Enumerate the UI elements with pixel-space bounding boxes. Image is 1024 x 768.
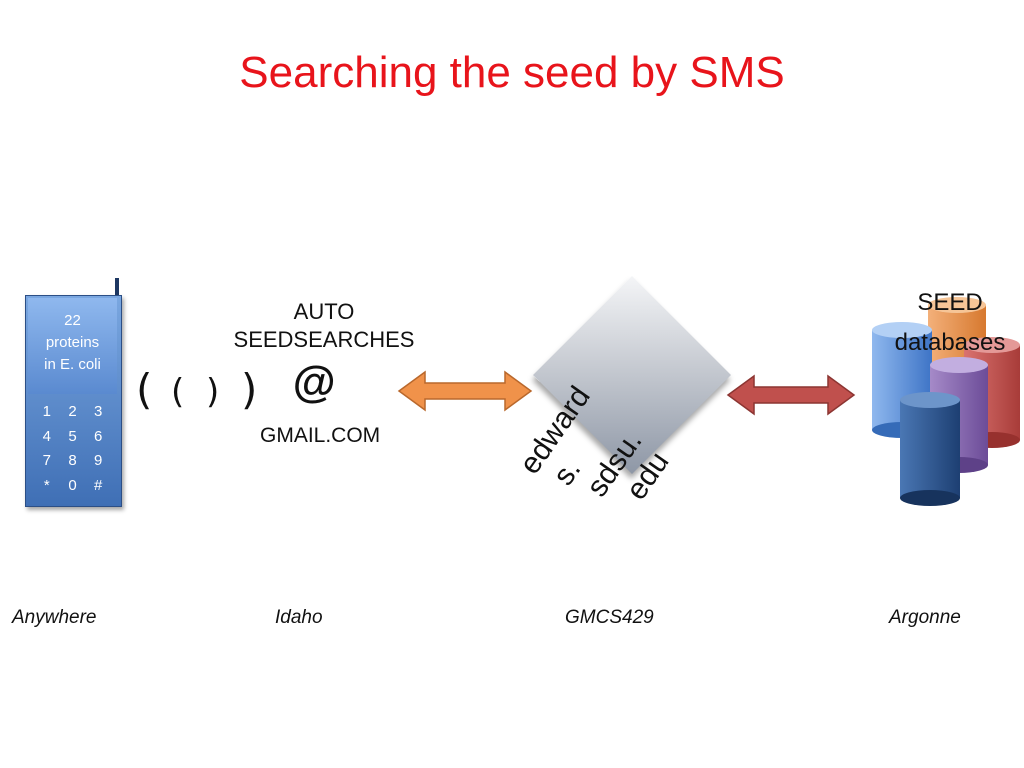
database-icon <box>872 297 1020 506</box>
slide-title: Searching the seed by SMS <box>239 48 785 97</box>
database-line: databases <box>894 329 1006 356</box>
screen-line: 22 <box>64 312 81 329</box>
server-label: edward s. sdsu. edu <box>513 273 756 539</box>
caption-idaho: Idaho <box>275 607 323 628</box>
key: # <box>93 476 103 494</box>
database-line: SEED <box>917 289 983 316</box>
key: * <box>43 476 50 494</box>
at-symbol: @ <box>292 358 335 407</box>
key: 5 <box>68 427 77 445</box>
phone-antenna <box>115 278 119 298</box>
gateway-domain: GMAIL.COM <box>260 424 381 447</box>
gateway-line: AUTO <box>293 299 355 324</box>
screen-line: in E. coli <box>44 356 101 373</box>
key: 7 <box>42 452 51 469</box>
arrow-shape <box>726 374 856 416</box>
key: 9 <box>93 452 103 469</box>
key: 2 <box>68 403 77 420</box>
database-label: SEED databases <box>880 283 1020 363</box>
keypad-row: * 0 # <box>28 474 117 499</box>
cylinder <box>900 392 960 506</box>
caption-argonne: Argonne <box>889 607 961 628</box>
key: 1 <box>42 403 51 420</box>
signal-wave-icon: ) <box>206 372 220 412</box>
keypad-row: 7 8 9 <box>28 449 117 474</box>
signal-wave-icon: ( <box>171 372 185 412</box>
phone-keypad: 1 2 3 4 5 6 7 8 9 * 0 # <box>28 400 117 498</box>
key: 4 <box>42 427 51 445</box>
caption-anywhere: Anywhere <box>12 607 97 628</box>
caption-gmcs429: GMCS429 <box>565 607 654 628</box>
key: 8 <box>68 452 77 469</box>
bidirectional-arrow-icon <box>726 374 856 416</box>
arrow-shape <box>397 370 533 412</box>
signal-wave-icon: ) <box>241 365 258 414</box>
key: 3 <box>93 403 103 420</box>
key: 6 <box>93 427 103 445</box>
signal-wave-icon: ( <box>136 365 153 414</box>
bidirectional-arrow-icon <box>397 370 533 412</box>
gateway-line: SEEDSEARCHES <box>233 327 415 352</box>
keypad-row: 1 2 3 <box>28 400 117 425</box>
phone-screen: 22 proteins in E. coli <box>28 298 117 394</box>
gateway-label: AUTO SEEDSEARCHES <box>219 298 429 354</box>
screen-line: proteins <box>45 334 100 351</box>
key: 0 <box>68 476 77 494</box>
keypad-row: 4 5 6 <box>28 425 117 450</box>
